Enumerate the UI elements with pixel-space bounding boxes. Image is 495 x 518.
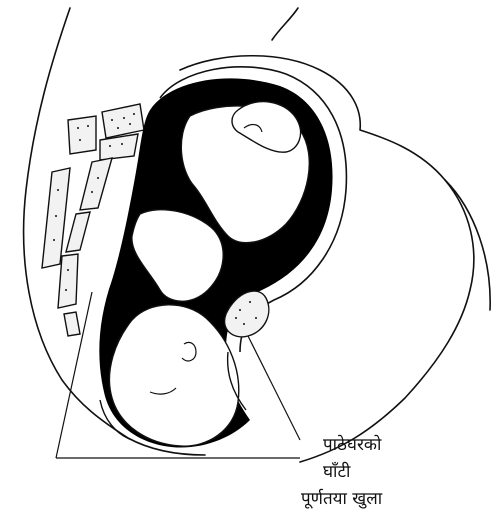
cervix-label-line-1: पाठेघरको xyxy=(323,434,381,456)
cervix-label-line-2: घाँटी xyxy=(323,461,350,483)
vertebra-2 xyxy=(68,116,96,154)
mother-belly-top-outline xyxy=(272,8,298,40)
thigh-outline xyxy=(445,180,490,310)
vertebra-4 xyxy=(80,158,112,210)
vertebra-5 xyxy=(42,168,70,268)
vertebra-1 xyxy=(102,104,144,138)
vertebra-7 xyxy=(58,254,78,308)
vertebra-6 xyxy=(66,212,90,252)
cervix-label-line-3: पूर्णतया खुला xyxy=(301,488,382,510)
vertebra-8 xyxy=(64,312,80,336)
